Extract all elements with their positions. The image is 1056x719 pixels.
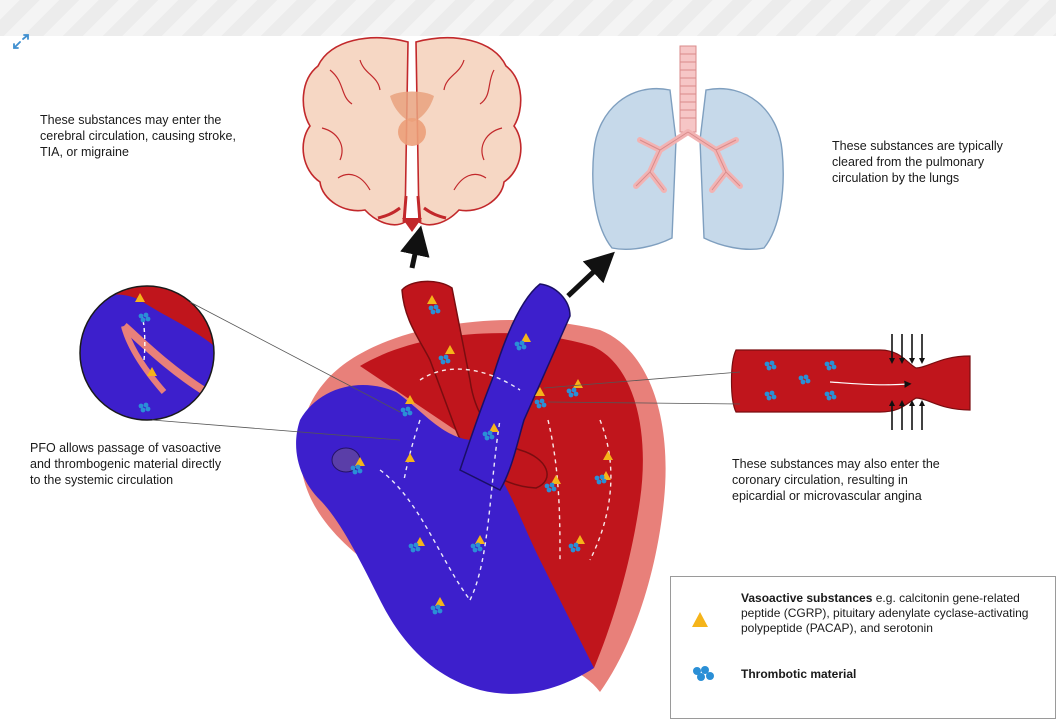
pfo-zoom-inset — [70, 280, 230, 430]
arrow-to-brain — [412, 240, 418, 268]
clot-marker-icon — [691, 665, 717, 683]
legend-thrombotic-title: Thrombotic material — [741, 667, 856, 681]
brain-illustration — [303, 38, 521, 232]
lungs-illustration — [593, 46, 783, 249]
legend: Vasoactive substances e.g. calcitonin ge… — [670, 576, 1056, 719]
legend-vasoactive-title: Vasoactive substances — [741, 591, 872, 605]
coronary-vessel-illustration — [732, 334, 971, 430]
arrow-to-lungs — [568, 262, 604, 296]
heart-illustration — [296, 281, 666, 693]
triangle-marker-icon — [691, 611, 709, 629]
pfo-opening — [332, 448, 360, 472]
